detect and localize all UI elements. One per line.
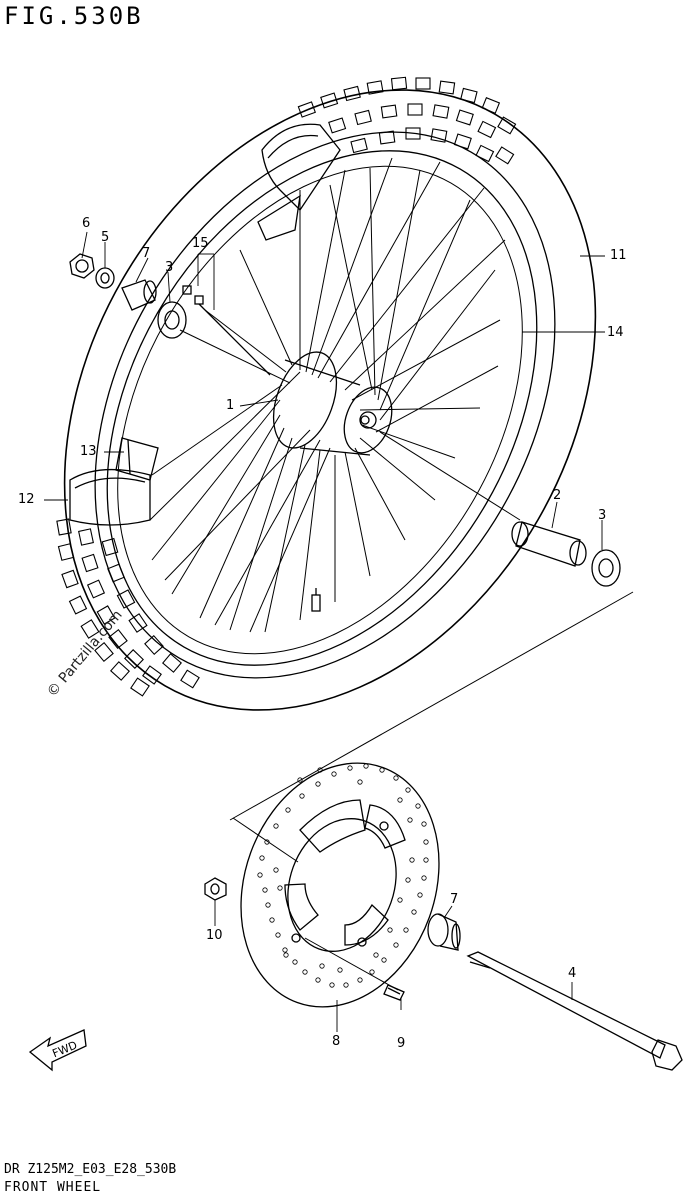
callout-12: 12: [18, 492, 35, 507]
tire-tread: [297, 76, 517, 165]
axle-nut-left: [69, 253, 95, 279]
footer-code: DR Z125M2_E03_E28_530B: [4, 1162, 177, 1177]
valve-stem: [311, 588, 321, 612]
brake-disc-holes: [257, 763, 429, 988]
leader-lines: [44, 231, 605, 1032]
callout-2: 2: [553, 488, 562, 503]
callout-15: 15: [192, 236, 209, 251]
fwd-arrow-icon: FWD: [28, 1029, 87, 1072]
spokes: [149, 157, 506, 633]
bearing-right: [591, 549, 621, 587]
collar-left: [121, 279, 157, 311]
callout-7-left: 7: [142, 246, 151, 261]
callout-9: 9: [397, 1036, 406, 1051]
tube-cutaway-top: [257, 123, 341, 241]
callout-3-right: 3: [598, 508, 607, 523]
callout-7-right: 7: [450, 892, 459, 907]
spacer-right: [511, 521, 587, 567]
callout-6: 6: [82, 216, 91, 231]
hub: [272, 351, 393, 456]
front-axle: [466, 951, 683, 1071]
construction-lines: [179, 329, 634, 991]
callout-3-left: 3: [165, 260, 174, 275]
callout-11: 11: [610, 248, 627, 263]
collar-right: [427, 913, 461, 951]
callout-4: 4: [568, 966, 577, 981]
tire-tread-lower: [56, 518, 200, 697]
figure-title: FIG.530B: [4, 2, 144, 30]
brake-disc: [240, 762, 440, 1008]
callout-13: 13: [80, 444, 97, 459]
callout-10: 10: [206, 928, 223, 943]
footer-name: FRONT WHEEL: [4, 1180, 102, 1195]
fwd-label: FWD: [50, 1039, 79, 1061]
washer-left: [95, 267, 115, 289]
disc-bolt: [383, 984, 405, 1001]
bearing-left: [157, 301, 187, 339]
callout-5: 5: [101, 230, 110, 245]
disc-nut: [204, 877, 227, 901]
spoke-nipple: [182, 285, 271, 376]
callout-1: 1: [226, 398, 235, 413]
callout-8: 8: [332, 1034, 341, 1049]
callout-14: 14: [607, 325, 624, 340]
